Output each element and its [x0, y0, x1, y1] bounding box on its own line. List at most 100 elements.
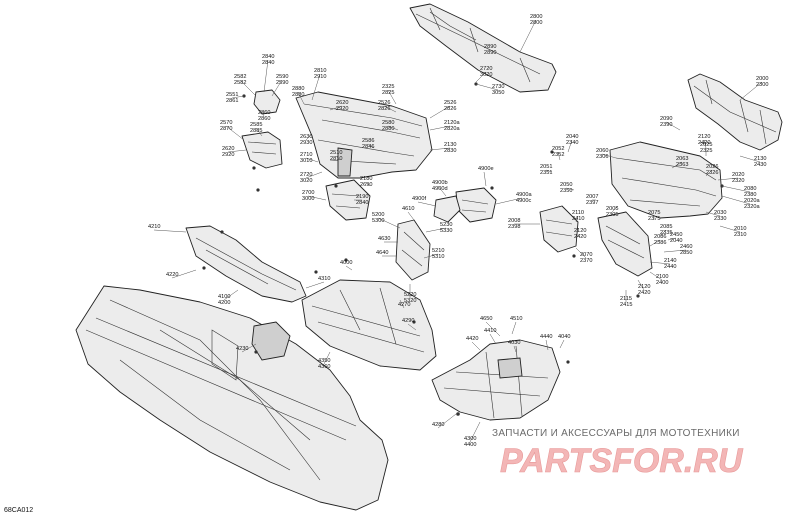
callout-4440[interactable]: 4440: [540, 334, 552, 351]
callout-leader-line: [239, 79, 257, 97]
callout-4210[interactable]: 4210: [148, 224, 187, 233]
callout-4650[interactable]: 4650: [480, 316, 501, 337]
callout-4030[interactable]: 4030: [508, 340, 520, 353]
callout-4900e[interactable]: 4900e: [478, 166, 494, 187]
callout-number: 2420: [574, 234, 586, 240]
callout-leader-line: [311, 73, 321, 101]
callout-4000[interactable]: 4000: [340, 260, 352, 271]
callout-4280[interactable]: 4280: [432, 413, 457, 429]
callout-number: 2885: [250, 128, 262, 134]
callout-4310[interactable]: 4310: [305, 276, 330, 289]
callout-4510[interactable]: 4510: [510, 316, 522, 335]
callout-4230[interactable]: 4230: [236, 343, 257, 353]
callout-4640[interactable]: 4640: [376, 250, 396, 257]
callout-4610[interactable]: 4610: [402, 206, 414, 221]
callout-4630[interactable]: 4630: [378, 236, 398, 243]
callout-4040[interactable]: 4040: [558, 334, 570, 349]
callout-number: 2430: [754, 162, 766, 168]
callout-4270[interactable]: 4270: [398, 299, 410, 309]
callout-4220[interactable]: 4220: [166, 269, 197, 279]
callout-leader-line: [717, 177, 739, 181]
callout-leader-line: [417, 201, 437, 207]
callout-4900f[interactable]: 4900f: [412, 196, 437, 207]
callout-number: 2582: [234, 80, 246, 86]
callout-4410[interactable]: 4410: [484, 328, 496, 345]
callout-leader-line: [559, 339, 565, 349]
callout-4290[interactable]: 4290: [402, 318, 417, 331]
callout-4420[interactable]: 4420: [466, 336, 481, 351]
callout-number: 2335: [660, 230, 672, 236]
